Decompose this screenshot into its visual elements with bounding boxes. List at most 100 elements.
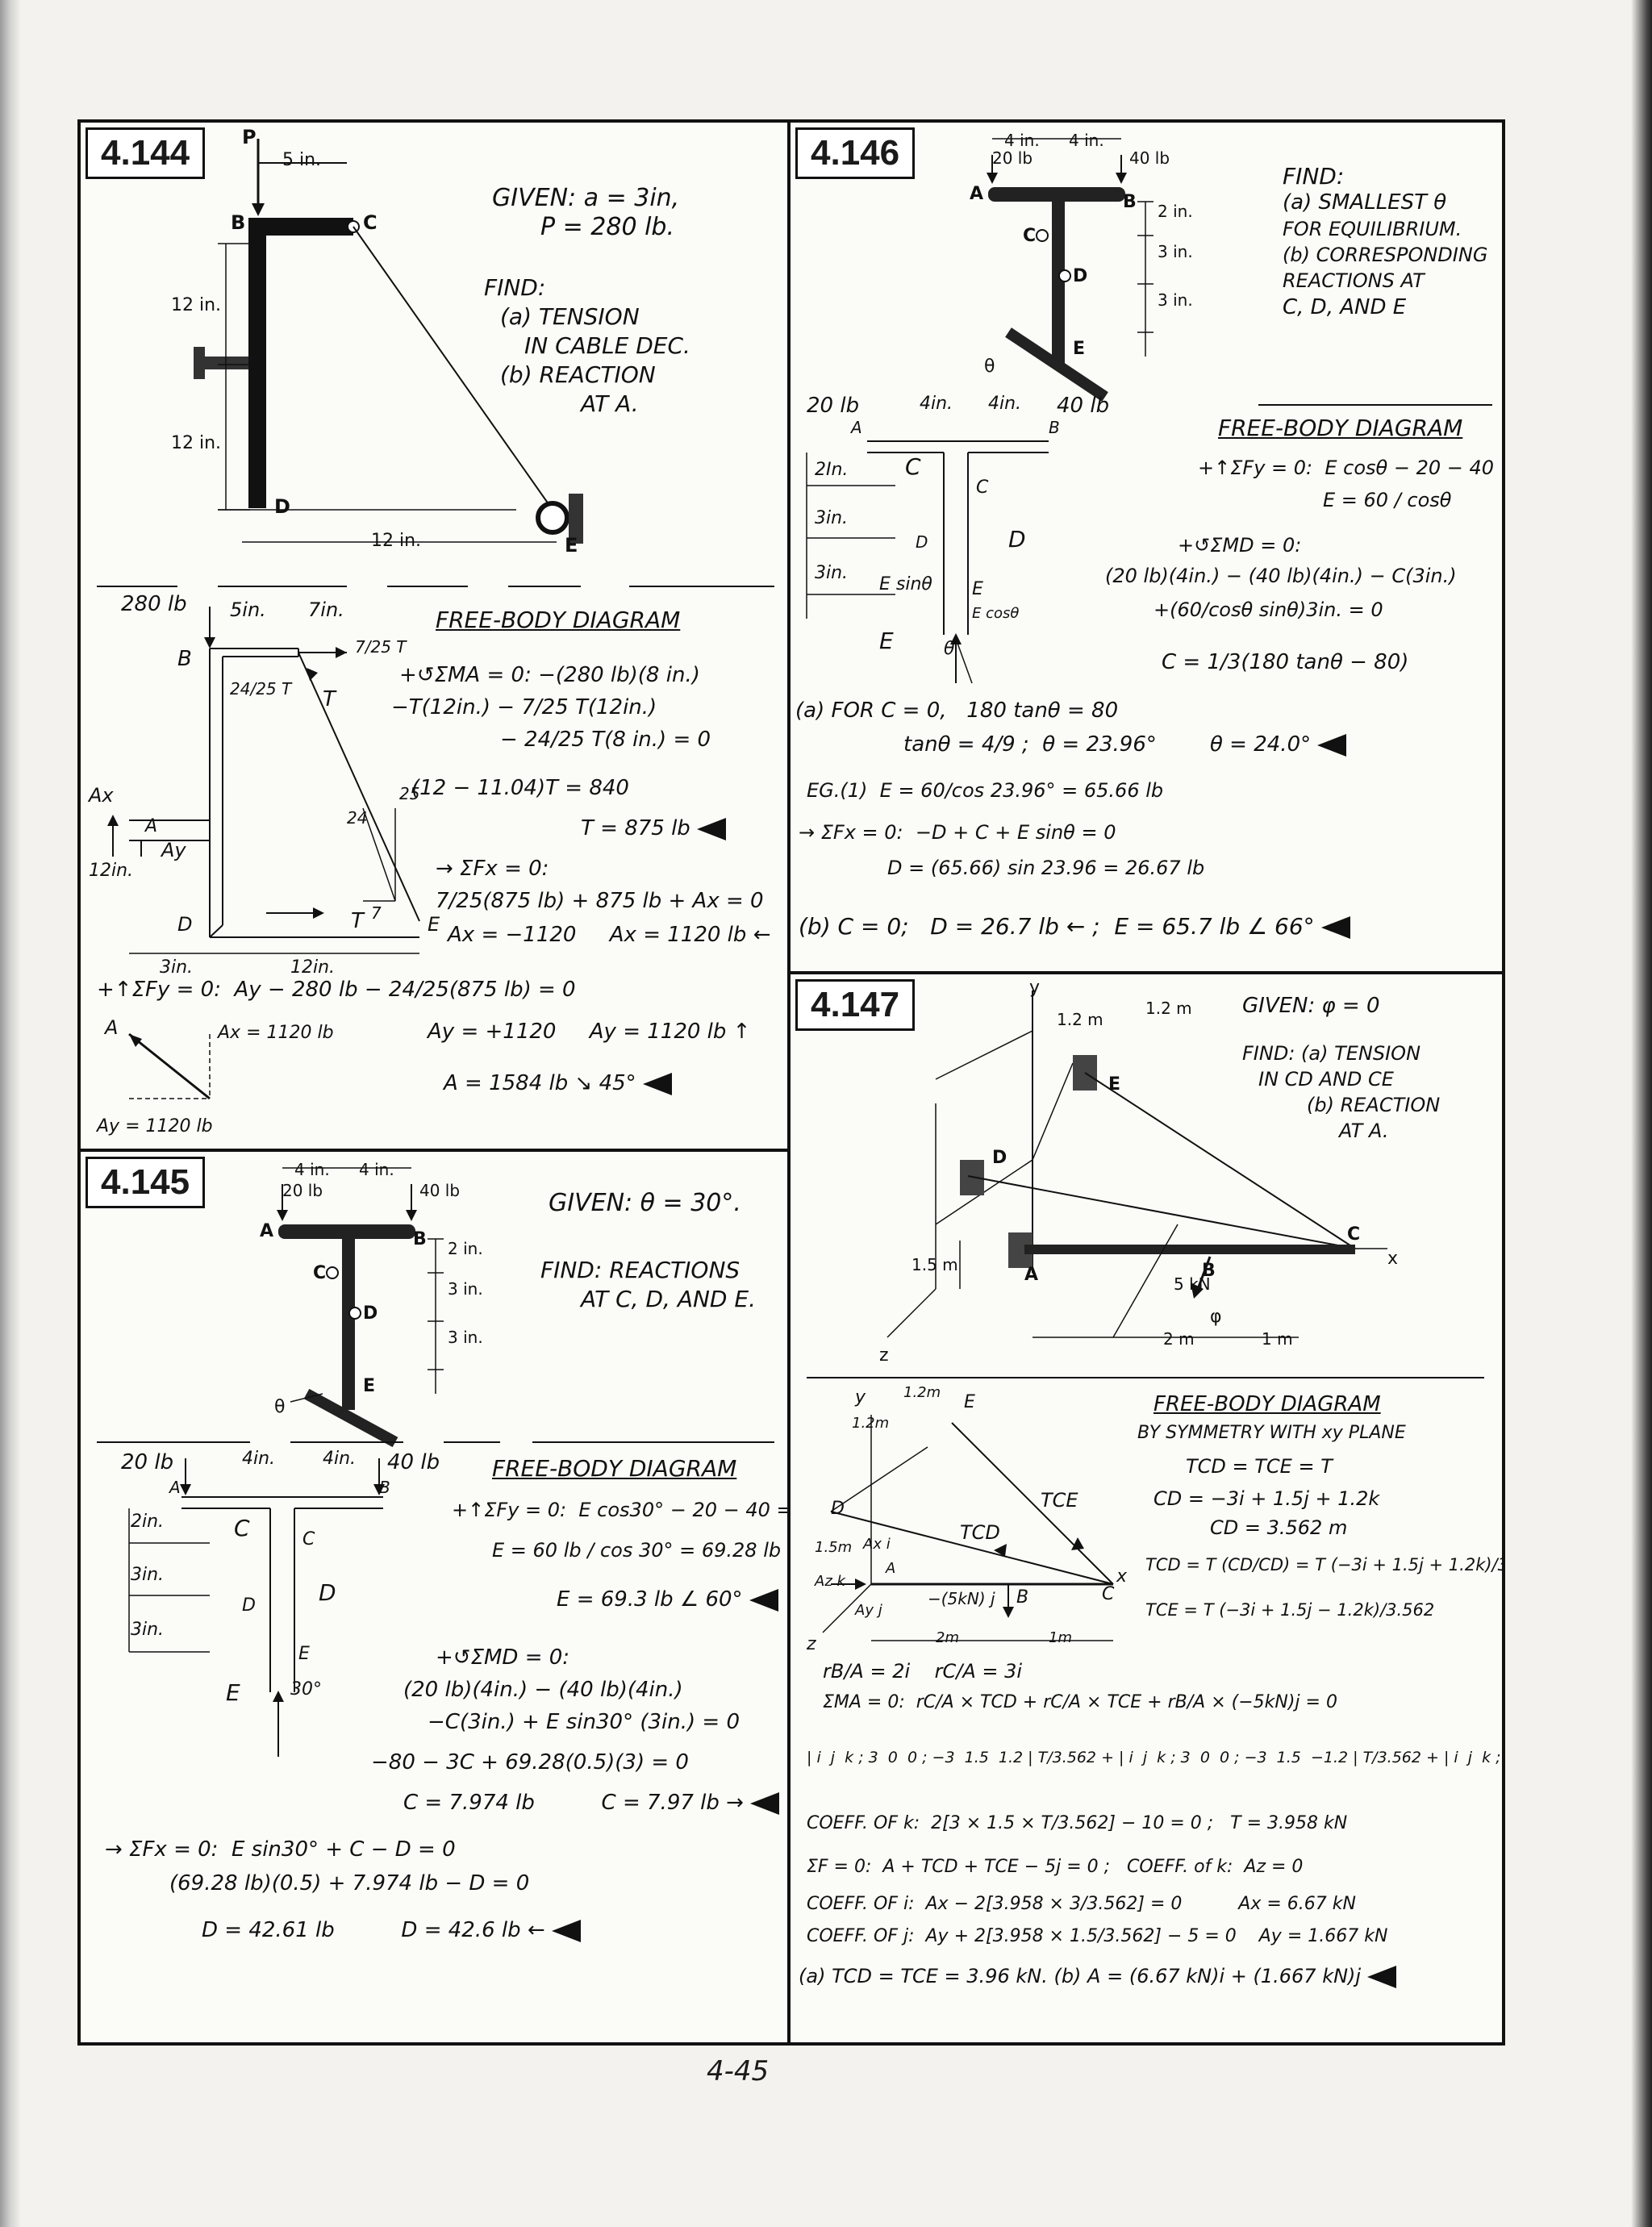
label-a: A [250, 334, 265, 357]
dim-1-5m: 1.5 m [912, 1255, 958, 1274]
eq-1: rB/A = 2i rC/A = 3i [823, 1660, 1023, 1683]
label-d: D [363, 1303, 378, 1324]
find-line-6: C, D, AND E [1283, 295, 1407, 319]
eq-11: D = (65.66) sin 23.96 = 26.67 lb [887, 857, 1205, 879]
eq-3: +↺ΣMD = 0: [1178, 534, 1302, 557]
answer-marker [696, 817, 726, 840]
answer-marker [749, 1791, 779, 1815]
resultant-sketch [128, 1032, 211, 1100]
dim-2in: 2 in. [448, 1239, 483, 1258]
fbd-d: D [177, 913, 193, 936]
problem-number: 4.144 [86, 127, 206, 179]
problem-4144: 4.144 P 5 i [81, 123, 787, 1149]
find-line-4: (b) CORRESPONDING [1283, 244, 1488, 266]
fbd-d3a: 3in. [131, 1565, 165, 1585]
eq-8: Ax = −1120 Ax = 1120 lb ← [448, 923, 771, 947]
resultant-a: A [105, 1016, 119, 1039]
solution-sheet: 4.144 P 5 i [77, 119, 1505, 2046]
fbd-d: D [916, 532, 928, 552]
eq-1: +↑ΣFy = 0: E cos30° − 20 − 40 = 0 [452, 1499, 787, 1521]
dim-1-2m-b: 1.2 m [1057, 1010, 1103, 1029]
fbd-4145 [128, 1458, 385, 1757]
fbd-d4a: 4in. [242, 1449, 276, 1469]
fbd-e: E [428, 913, 440, 936]
find-line-3: IN CABLE DEC. [524, 332, 690, 359]
separator-line [807, 1377, 1484, 1378]
tee-bracket-diagram [987, 138, 1153, 402]
boom-3d-diagram [886, 990, 1387, 1338]
eq-right-1: TCD = TCE = T [1186, 1455, 1333, 1478]
problem-number: 4.146 [795, 127, 916, 179]
fbd-az: Az k [815, 1573, 845, 1590]
fbd-load20: 20 lb [807, 394, 860, 418]
load-5kn: 5 kN [1174, 1274, 1211, 1294]
fbd-y: y [855, 1387, 866, 1408]
answer-marker [1320, 916, 1350, 939]
label-b: B [1202, 1261, 1216, 1281]
find-line-2: AT C, D, AND E. [581, 1286, 756, 1312]
label-e: E [1073, 339, 1086, 359]
eq-8-answer: tanθ = 4/9 ; θ = 23.96° θ = 24.0° [903, 732, 1347, 757]
eq-10: Ay = +1120 Ay = 1120 lb ↑ [428, 1020, 751, 1044]
fbd-c-vector: C [905, 453, 921, 480]
fbd-d12a: 1.2m [903, 1384, 941, 1401]
load-40lb: 40 lb [1129, 148, 1170, 168]
fbd-theta: θ [944, 639, 955, 659]
fbd-24: 24 [347, 808, 368, 828]
axis-x: x [1387, 1249, 1399, 1269]
separator-line [1258, 404, 1492, 406]
fbd-e: E [964, 1392, 975, 1412]
fbd-load40: 40 lb [387, 1450, 440, 1474]
label-e: E [363, 1376, 376, 1396]
fbd-title: FREE-BODY DIAGRAM [436, 607, 681, 633]
eq-6: C = 1/3(180 tanθ − 80) [1162, 650, 1409, 674]
eq-7: (a) FOR C = 0, 180 tanθ = 80 [795, 699, 1119, 723]
label-p: P [242, 126, 257, 148]
fbd-d12b: 1.2m [852, 1415, 890, 1432]
scan-edge-right [1631, 0, 1652, 2227]
problem-number: 4.147 [795, 979, 916, 1031]
dim-3in-a: 3 in. [448, 1279, 483, 1299]
eq-4: COEFF. OF k: 2[3 × 1.5 × T/3.562] − 10 =… [807, 1813, 1348, 1833]
axis-y: y [1029, 978, 1041, 998]
dim-4in-a: 4 in. [1004, 131, 1040, 150]
fbd-e: E [298, 1644, 310, 1664]
eq-11-answer: A = 1584 lb ↘ 45° [444, 1071, 672, 1095]
fbd-ecos: E cosθ [972, 605, 1020, 622]
eq-10: (69.28 lb)(0.5) + 7.974 lb − D = 0 [169, 1871, 530, 1895]
eq-7: COEFF. OF j: Ay + 2[3.958 × 1.5/3.562] −… [807, 1926, 1388, 1946]
separator-line [97, 1441, 774, 1443]
eq-2: −T(12in.) − 7/25 T(12in.) [391, 695, 657, 719]
dim-3in-b: 3 in. [1158, 290, 1193, 310]
fbd-d: D [242, 1595, 256, 1616]
eq-right-5: TCE = T (−3i + 1.5j − 1.2k)/3.562 [1145, 1600, 1435, 1620]
eq-1: +↑ΣFy = 0: E cosθ − 20 − 40 = [1198, 457, 1502, 479]
eq-1: +↺ΣMA = 0: −(280 lb)(8 in.) [399, 663, 700, 687]
label-c: C [1347, 1224, 1361, 1245]
axis-z: z [879, 1345, 889, 1366]
fbd-d15: 1.5m [815, 1539, 853, 1556]
fbd-load: 280 lb [121, 592, 187, 616]
eq-right-2: CD = −3i + 1.5j + 1.2k [1153, 1487, 1380, 1510]
given: GIVEN: θ = 30°. [549, 1189, 741, 1217]
given-line-2: P = 280 lb. [540, 213, 675, 241]
find-line-2: IN CD AND CE [1258, 1068, 1394, 1091]
label-theta: θ [274, 1397, 286, 1417]
dim-12in-bottom: 12 in. [371, 531, 422, 551]
fbd-dim7: 7in. [308, 598, 344, 621]
fbd-dim3: 3in. [160, 957, 194, 978]
load-20lb: 20 lb [992, 148, 1033, 168]
fbd-tce: TCE [1041, 1489, 1078, 1512]
fbd-ratio7: 7/25 T [355, 637, 407, 657]
fbd-dim12: 12in. [89, 861, 134, 881]
fbd-ratio24: 24/25 T [230, 679, 292, 699]
answer-marker [1317, 733, 1347, 757]
find-line-4: AT A. [1339, 1120, 1389, 1142]
eq-12-answer: (b) C = 0; D = 26.7 lb ← ; E = 65.7 lb ∠… [799, 913, 1350, 940]
dim-2m: 2 m [1163, 1329, 1195, 1349]
dim-1m: 1 m [1262, 1329, 1293, 1349]
fbd-load: −(5kN) j [928, 1589, 995, 1608]
fbd-d2: 2in. [131, 1512, 165, 1532]
label-e: E [565, 534, 578, 557]
eq-3-determinants: | i j k ; 3 0 0 ; −3 1.5 1.2 | T/3.562 +… [807, 1749, 1501, 1766]
